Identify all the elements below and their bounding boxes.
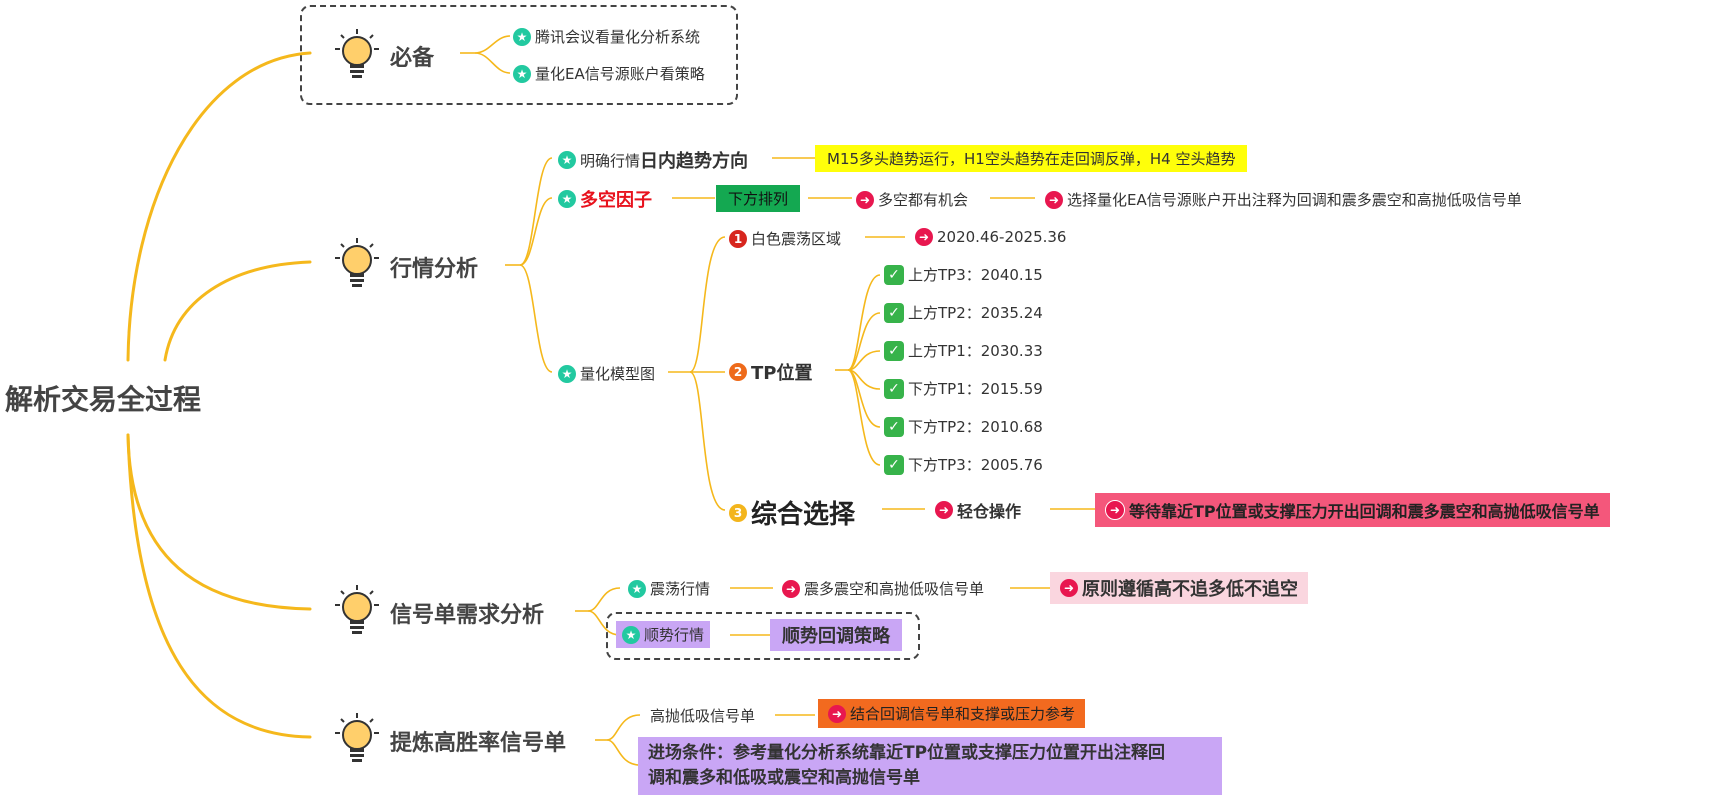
principle-label: 原则遵循高不追多低不追空 bbox=[1082, 579, 1298, 600]
checkmark-icon: ✓ bbox=[884, 264, 904, 285]
star-icon: ★ bbox=[513, 64, 531, 83]
prep-item-label: 腾讯会议看量化分析系统 bbox=[535, 28, 701, 46]
star-icon: ★ bbox=[622, 625, 640, 644]
lightbulb-icon bbox=[335, 713, 379, 762]
checkmark-icon: ✓ bbox=[884, 416, 904, 437]
prep-item-label: 量化EA信号源账户看策略 bbox=[535, 65, 705, 83]
trend-detail-highlight[interactable]: M15多头趋势运行，H1空头趋势在走回调反弹，H4 空头趋势 bbox=[815, 145, 1248, 172]
range-value-label: 2020.46-2025.36 bbox=[937, 228, 1067, 246]
pullback-reference-label: 结合回调信号单和支撑或压力参考 bbox=[850, 705, 1076, 723]
long-short-factor-node[interactable]: ★ 多空因子 bbox=[558, 186, 652, 212]
arrow-right-icon: ➜ bbox=[1060, 579, 1078, 597]
entry-condition-line: 调和震多和低吸或震空和高抛信号单 bbox=[648, 768, 920, 788]
prep-item[interactable]: ★腾讯会议看量化分析系统 bbox=[513, 26, 700, 47]
tp-item-label: 下方TP3：2005.76 bbox=[908, 456, 1043, 474]
range-market-label: 震荡行情 bbox=[650, 580, 711, 598]
root-title[interactable]: 解析交易全过程 bbox=[5, 383, 202, 416]
trend-market-label: 顺势行情 bbox=[644, 626, 705, 644]
tp-item[interactable]: ✓上方TP3：2040.15 bbox=[884, 264, 1043, 285]
branch-signal-analysis[interactable]: 信号单需求分析 bbox=[390, 603, 545, 628]
tp-item[interactable]: ✓上方TP2：2035.24 bbox=[884, 302, 1043, 323]
lightbulb-icon bbox=[335, 238, 379, 287]
trend-strategy-box[interactable]: 顺势回调策略 bbox=[770, 619, 902, 651]
arrow-right-icon: ➜ bbox=[935, 501, 953, 519]
branch-market-analysis[interactable]: 行情分析 bbox=[390, 257, 479, 282]
branch-prep[interactable]: 必备 bbox=[390, 46, 435, 71]
checkmark-icon: ✓ bbox=[884, 302, 904, 323]
trend-strong-label: 日内趋势方向 bbox=[640, 151, 749, 172]
star-icon: ★ bbox=[558, 364, 576, 383]
arrow-right-icon: ➜ bbox=[828, 704, 846, 723]
tp-item-label: 下方TP1：2015.59 bbox=[908, 380, 1043, 398]
lightbulb-icon bbox=[335, 585, 379, 634]
tp-item[interactable]: ✓下方TP3：2005.76 bbox=[884, 454, 1043, 475]
pullback-reference-box[interactable]: ➜结合回调信号单和支撑或压力参考 bbox=[818, 699, 1086, 728]
arrow-right-icon: ➜ bbox=[782, 579, 800, 598]
arrow-right-icon: ➜ bbox=[1045, 190, 1063, 209]
trend-market-node[interactable]: ★顺势行情 bbox=[616, 621, 711, 648]
light-position-label: 轻仓操作 bbox=[957, 502, 1022, 521]
choice-detail-label: 等待靠近TP位置或支撑压力开出回调和震多震空和高抛低吸信号单 bbox=[1129, 502, 1600, 521]
combined-choice-label: 综合选择 bbox=[751, 500, 856, 530]
number-three-icon: 3 bbox=[729, 503, 747, 522]
star-icon: ★ bbox=[513, 27, 531, 46]
high-low-orders-node[interactable]: 高抛低吸信号单 bbox=[650, 707, 756, 725]
prep-group-frame bbox=[300, 5, 738, 105]
factor-detail-label: 选择量化EA信号源账户开出注释为回调和震多震空和高抛低吸信号单 bbox=[1067, 191, 1522, 209]
range-orders-node[interactable]: ➜震多震空和高抛低吸信号单 bbox=[782, 578, 984, 599]
trend-prefix: 明确行情 bbox=[580, 151, 641, 170]
range-value-node[interactable]: ➜2020.46-2025.36 bbox=[915, 228, 1066, 246]
lightbulb-icon bbox=[335, 29, 379, 78]
factor-detail-node[interactable]: ➜选择量化EA信号源账户开出注释为回调和震多震空和高抛低吸信号单 bbox=[1045, 189, 1522, 210]
factor-tag[interactable]: 下方排列 bbox=[716, 185, 801, 212]
prep-item[interactable]: ★量化EA信号源账户看策略 bbox=[513, 63, 705, 84]
range-zone-label: 白色震荡区域 bbox=[751, 230, 842, 248]
arrow-right-icon: ➜ bbox=[915, 228, 933, 246]
light-position-node[interactable]: ➜轻仓操作 bbox=[935, 498, 1021, 522]
star-icon: ★ bbox=[628, 579, 646, 598]
arrow-right-icon: ➜ bbox=[856, 190, 874, 209]
branch-refine-signals[interactable]: 提炼高胜率信号单 bbox=[390, 731, 567, 756]
number-one-icon: 1 bbox=[729, 229, 747, 248]
trend-direction-node[interactable]: ★ 明确行情 日内趋势方向 bbox=[558, 147, 748, 173]
tp-item-label: 下方TP2：2010.68 bbox=[908, 418, 1043, 436]
tp-position-label: TP位置 bbox=[751, 363, 813, 384]
number-two-icon: 2 bbox=[729, 363, 747, 381]
factor-next-node[interactable]: ➜多空都有机会 bbox=[856, 189, 968, 210]
tp-item[interactable]: ✓下方TP2：2010.68 bbox=[884, 416, 1043, 437]
entry-condition-box[interactable]: 进场条件：参考量化分析系统靠近TP位置或支撑压力位置开出注释回 调和震多和低吸或… bbox=[638, 737, 1222, 795]
factor-label: 多空因子 bbox=[580, 190, 652, 211]
choice-detail-bar[interactable]: ➜等待靠近TP位置或支撑压力开出回调和震多震空和高抛低吸信号单 bbox=[1095, 493, 1610, 527]
tp-item-label: 上方TP3：2040.15 bbox=[908, 266, 1043, 284]
factor-next-label: 多空都有机会 bbox=[878, 191, 969, 209]
star-icon: ★ bbox=[558, 190, 576, 208]
range-orders-label: 震多震空和高抛低吸信号单 bbox=[804, 580, 985, 598]
tp-item[interactable]: ✓下方TP1：2015.59 bbox=[884, 378, 1043, 399]
checkmark-icon: ✓ bbox=[884, 340, 904, 361]
trend-group-frame bbox=[606, 612, 920, 660]
star-icon: ★ bbox=[558, 151, 576, 169]
checkmark-icon: ✓ bbox=[884, 378, 904, 399]
quant-model-node[interactable]: ★量化模型图 bbox=[558, 363, 655, 384]
tp-item[interactable]: ✓上方TP1：2030.33 bbox=[884, 340, 1043, 361]
arrow-right-icon: ➜ bbox=[1105, 500, 1125, 520]
checkmark-icon: ✓ bbox=[884, 454, 904, 475]
model-label: 量化模型图 bbox=[580, 365, 656, 383]
tp-item-label: 上方TP2：2035.24 bbox=[908, 304, 1043, 322]
range-market-node[interactable]: ★震荡行情 bbox=[628, 578, 710, 599]
tp-item-label: 上方TP1：2030.33 bbox=[908, 342, 1043, 360]
principle-box[interactable]: ➜原则遵循高不追多低不追空 bbox=[1050, 572, 1308, 604]
entry-condition-line: 进场条件：参考量化分析系统靠近TP位置或支撑压力位置开出注释回 bbox=[648, 743, 1166, 763]
